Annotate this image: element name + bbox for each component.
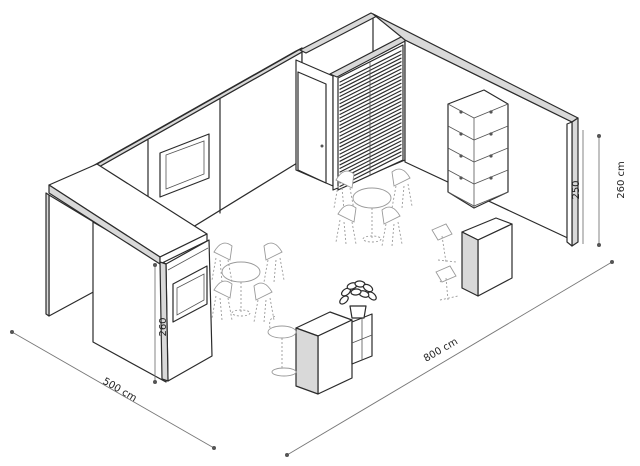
slat	[339, 97, 402, 130]
shelf-node	[489, 132, 493, 136]
slat	[339, 115, 402, 148]
slat	[339, 71, 402, 105]
shelf-node	[489, 110, 493, 114]
slat	[339, 89, 402, 123]
slat	[339, 136, 402, 169]
chair-shell	[213, 242, 233, 261]
plant-leaf	[350, 288, 362, 296]
chair-legs	[335, 219, 357, 245]
dimension-total-height-label: 260 cm	[616, 161, 627, 199]
chair-shell	[337, 204, 357, 223]
slat	[339, 107, 402, 141]
low-cabinet	[295, 311, 353, 395]
shelf-node	[459, 110, 463, 114]
slat	[339, 82, 402, 116]
dimension-wall-height-label: 250	[571, 180, 582, 199]
stool-front	[267, 315, 297, 377]
bar-stools-right	[431, 223, 459, 301]
chair-legs	[381, 221, 403, 247]
slat	[339, 144, 402, 177]
table-base	[231, 309, 251, 317]
front-left-wall	[45, 192, 167, 383]
slat	[339, 129, 402, 162]
shelf-node	[489, 176, 493, 180]
slatwall-panel	[337, 44, 404, 191]
slat	[339, 104, 402, 137]
chair-shell	[263, 242, 283, 261]
potted-plant	[339, 280, 377, 319]
dimension-counter-height	[153, 263, 157, 384]
chair-shell	[213, 280, 233, 299]
slat	[339, 100, 402, 133]
chair-shell	[253, 282, 273, 301]
chair-shell	[391, 168, 411, 187]
slat	[339, 133, 402, 166]
dimension-length	[285, 260, 614, 457]
display-cabinet-right	[461, 217, 513, 297]
slat	[339, 64, 402, 98]
chair-shell	[381, 206, 401, 225]
chair-legs	[253, 297, 275, 323]
shelf-node	[459, 154, 463, 158]
slat	[339, 93, 402, 126]
chair-legs	[263, 257, 285, 283]
slat	[339, 53, 402, 87]
slat	[339, 140, 402, 173]
shelf-node	[459, 132, 463, 136]
slat	[339, 111, 402, 144]
dimension-depth	[10, 330, 216, 450]
slat	[339, 68, 402, 101]
dimension-depth-label: 500 cm	[101, 376, 139, 404]
slat	[339, 118, 402, 151]
chairs	[211, 168, 413, 323]
plant-leaf	[339, 295, 349, 305]
table-back	[352, 187, 392, 243]
plant-shelf	[351, 313, 373, 365]
slat	[339, 61, 402, 94]
cube-shelf	[447, 89, 509, 209]
dimension-counter-height-label: 260	[158, 317, 169, 336]
table-base	[362, 235, 382, 243]
shelf-node	[459, 176, 463, 180]
table-top	[352, 187, 392, 209]
slat	[339, 57, 402, 90]
plant-leaf	[362, 283, 374, 293]
slat	[339, 75, 402, 108]
chair-legs	[211, 295, 233, 321]
shelf-node	[489, 154, 493, 158]
plant-pot	[349, 305, 367, 319]
header-beam	[48, 163, 208, 265]
slat	[339, 50, 402, 83]
dimension-length-label: 800 cm	[422, 336, 460, 364]
front-counter	[159, 239, 213, 382]
chair-shell	[335, 170, 355, 189]
wall-screen	[159, 133, 210, 198]
table-top	[221, 261, 261, 283]
slat	[339, 122, 402, 155]
slat	[339, 125, 402, 159]
slat	[339, 79, 402, 112]
chair-legs	[391, 183, 413, 209]
shelf-top-edge	[447, 103, 509, 119]
slat	[339, 86, 402, 119]
dimension-total-height	[597, 134, 601, 247]
